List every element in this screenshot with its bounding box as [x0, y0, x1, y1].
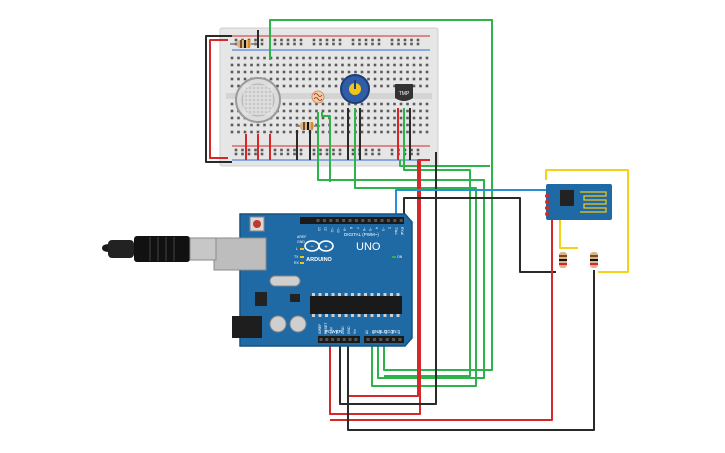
- pin-label: IOREF: [318, 324, 322, 334]
- pin-label: 2: [387, 227, 391, 229]
- pin-label: TX▸1: [394, 227, 398, 235]
- pin-label: RX◂0: [400, 227, 404, 235]
- aref-label: AREF: [297, 235, 306, 239]
- digital-label: DIGITAL (PWM~): [344, 232, 379, 237]
- pin-label: ~3: [381, 227, 385, 231]
- svg-text:L: L: [296, 247, 298, 251]
- pin-label: RESET: [324, 323, 328, 334]
- resistor-esp-left[interactable]: [559, 252, 567, 268]
- svg-text:ON: ON: [397, 255, 403, 259]
- resistor-esp-right[interactable]: [590, 252, 598, 268]
- analog-label: ANALOG IN: [372, 329, 397, 334]
- power-label: POWER: [325, 329, 343, 334]
- power-jack: [232, 316, 262, 338]
- brand-label: ARDUINO: [306, 257, 332, 263]
- digital-header: [300, 217, 404, 224]
- pin-label: GND: [347, 326, 351, 334]
- resistor-top[interactable]: [230, 40, 258, 48]
- gas-sensor[interactable]: [235, 77, 281, 123]
- pin-label: A5: [397, 330, 401, 334]
- esp8266-wifi-module[interactable]: [545, 184, 612, 220]
- atmega-chip: [310, 296, 402, 314]
- resistor-middle[interactable]: [296, 122, 320, 130]
- pin-label: ~11: [330, 227, 334, 233]
- pin-label: ~5: [368, 227, 372, 231]
- gnd-label: GND: [297, 240, 305, 244]
- pin-label: A4: [391, 330, 395, 334]
- usb-port: [213, 237, 267, 271]
- svg-text:RX: RX: [294, 261, 300, 265]
- pin-label: A2: [378, 330, 382, 334]
- pin-label: Vin: [353, 329, 357, 334]
- pin-label: A0: [365, 330, 369, 334]
- pin-label: 7: [355, 227, 359, 229]
- arduino-logo-icon: − +: [304, 240, 334, 252]
- pin-label: ~10: [336, 227, 340, 233]
- pin-label: ~9: [343, 227, 347, 231]
- pin-label: GND: [341, 326, 345, 334]
- photoresistor[interactable]: [311, 90, 325, 104]
- usb-cable: [102, 236, 217, 262]
- pin-label: 8: [349, 227, 353, 229]
- wires: [205, 19, 629, 431]
- model-label: UNO: [356, 241, 381, 253]
- pin-label: 13: [317, 227, 321, 231]
- temperature-sensor[interactable]: TMP: [395, 84, 413, 101]
- svg-text:−: −: [310, 244, 314, 250]
- potentiometer[interactable]: [340, 74, 370, 104]
- pin-label: 5V: [335, 329, 339, 334]
- pin-label: 3.3V: [330, 326, 334, 334]
- pin-label: A3: [384, 330, 388, 334]
- svg-text:+: +: [324, 245, 328, 251]
- pin-label: 4: [375, 227, 379, 229]
- svg-text:TMP: TMP: [399, 91, 410, 97]
- pin-label: ~6: [362, 227, 366, 231]
- pin-label: A1: [371, 330, 375, 334]
- analog-header: [364, 336, 404, 343]
- svg-text:TX: TX: [294, 255, 299, 259]
- pin-label: 12: [323, 227, 327, 231]
